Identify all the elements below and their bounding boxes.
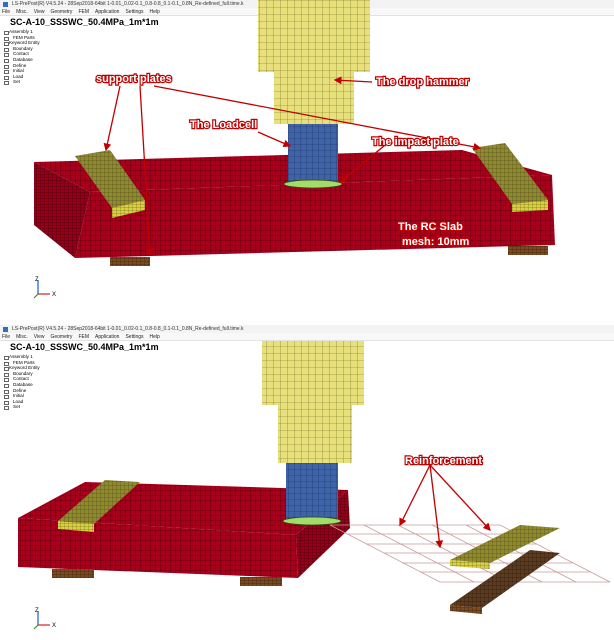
loadcell[interactable] (286, 463, 338, 519)
tree-item-database[interactable]: Database (4, 382, 40, 388)
axis-triad: Z X (33, 608, 56, 630)
app-icon (3, 2, 8, 7)
tree-item-boundary[interactable]: Boundary (4, 371, 40, 377)
bottom-viewport-window: LS-PrePost(R) V4.5.24 - 28Sep2018-64bit … (0, 325, 614, 639)
menu-fem[interactable]: FEM (78, 334, 89, 340)
top-viewport-window: LS-PrePost(R) V4.5.24 - 28Sep2018-64bit … (0, 0, 614, 314)
impact-plate[interactable] (283, 179, 343, 189)
title-bar: LS-PrePost(R) V4.5.24 - 28Sep2018-64bit … (0, 325, 614, 333)
menu-help[interactable]: Help (149, 334, 160, 340)
window-title: LS-PrePost(R) V4.5.24 - 28Sep2018-64bit … (12, 1, 244, 7)
axis-z-label: Z (35, 277, 39, 283)
tree-item-boundary[interactable]: Boundary (4, 46, 40, 52)
drop-hammer[interactable] (258, 0, 370, 124)
tree-item-contact[interactable]: Contact (4, 376, 40, 382)
tree-item-set[interactable]: Set (4, 404, 40, 410)
tree-item-define[interactable]: Define (4, 388, 40, 394)
menu-bar: File Misc. View Geometry FEM Application… (0, 333, 614, 341)
mesh-size-label: mesh: 10mm (402, 236, 469, 248)
reinforcement-label: Reinforcement (405, 455, 482, 467)
loadcell-label: The Loadcell (190, 119, 257, 131)
axis-z-label: Z (35, 608, 39, 614)
menu-file[interactable]: File (2, 334, 11, 340)
tree-item-load[interactable]: Load (4, 399, 40, 405)
menu-fem[interactable]: FEM (78, 9, 89, 15)
axis-x-label: X (52, 623, 56, 629)
menu-settings[interactable]: Settings (125, 9, 144, 15)
model-tree: Assembly 1 FEM Parts Keyword Entity Boun… (4, 354, 40, 410)
loadcell[interactable] (288, 124, 338, 182)
top-3d-scene[interactable]: support plates The drop hammer The Loadc… (0, 0, 614, 314)
panel-divider (0, 314, 614, 325)
menu-application[interactable]: Application (95, 334, 120, 340)
bottom-support-left[interactable] (52, 569, 94, 578)
tree-item-assembly[interactable]: Assembly 1 (4, 354, 40, 360)
tree-item-keyword-entity[interactable]: Keyword Entity (4, 365, 40, 371)
menu-view[interactable]: View (33, 334, 45, 340)
bottom-3d-scene[interactable]: Reinforcement Z X (0, 325, 614, 639)
support-plate-left[interactable] (75, 150, 145, 218)
tree-item-contact[interactable]: Contact (4, 51, 40, 57)
support-plate-right[interactable] (472, 143, 548, 212)
menu-geometry[interactable]: Geometry (50, 9, 73, 15)
support-plates-label: support plates (96, 73, 172, 85)
tree-item-define[interactable]: Define (4, 63, 40, 69)
separated-support-plate-top[interactable] (450, 525, 560, 569)
menu-view[interactable]: View (33, 9, 45, 15)
tree-item-load[interactable]: Load (4, 74, 40, 80)
support-plate-left[interactable] (58, 480, 140, 532)
menu-geometry[interactable]: Geometry (50, 334, 73, 340)
tree-item-initial[interactable]: Initial (4, 393, 40, 399)
bottom-support-right[interactable] (508, 246, 548, 255)
tree-item-keyword-entity[interactable]: Keyword Entity (4, 40, 40, 46)
menu-help[interactable]: Help (149, 9, 160, 15)
tree-item-assembly[interactable]: Assembly 1 (4, 29, 40, 35)
tree-item-fem-parts[interactable]: FEM Parts (4, 35, 40, 41)
tree-item-initial[interactable]: Initial (4, 68, 40, 74)
app-icon (3, 327, 8, 332)
menu-settings[interactable]: Settings (125, 334, 144, 340)
rc-slab-label: The RC Slab (398, 221, 463, 233)
menu-misc[interactable]: Misc. (16, 9, 28, 15)
impact-plate[interactable] (282, 516, 342, 526)
tree-item-database[interactable]: Database (4, 57, 40, 63)
impact-plate-label: The impact plate (372, 136, 459, 148)
menu-application[interactable]: Application (95, 9, 120, 15)
menu-file[interactable]: File (2, 9, 11, 15)
drop-hammer-label: The drop hammer (376, 76, 470, 88)
window-title: LS-PrePost(R) V4.5.24 - 28Sep2018-64bit … (12, 326, 244, 332)
tree-item-fem-parts[interactable]: FEM Parts (4, 360, 40, 366)
model-title: SC-A-10_SSSWC_50.4MPa_1m*1m (10, 342, 159, 352)
axis-triad: Z X (33, 277, 56, 299)
annotation-arrows (399, 464, 491, 549)
axis-x-label: X (52, 292, 56, 298)
bottom-support-left[interactable] (110, 257, 150, 266)
annotation-arrows (103, 76, 482, 257)
separated-support-plate-bottom[interactable] (450, 550, 560, 614)
drop-hammer[interactable] (262, 341, 364, 463)
model-title: SC-A-10_SSSWC_50.4MPa_1m*1m (10, 17, 159, 27)
menu-misc[interactable]: Misc. (16, 334, 28, 340)
tree-item-set[interactable]: Set (4, 79, 40, 85)
model-tree: Assembly 1 FEM Parts Keyword Entity Boun… (4, 29, 40, 85)
bottom-support-right[interactable] (240, 577, 282, 586)
